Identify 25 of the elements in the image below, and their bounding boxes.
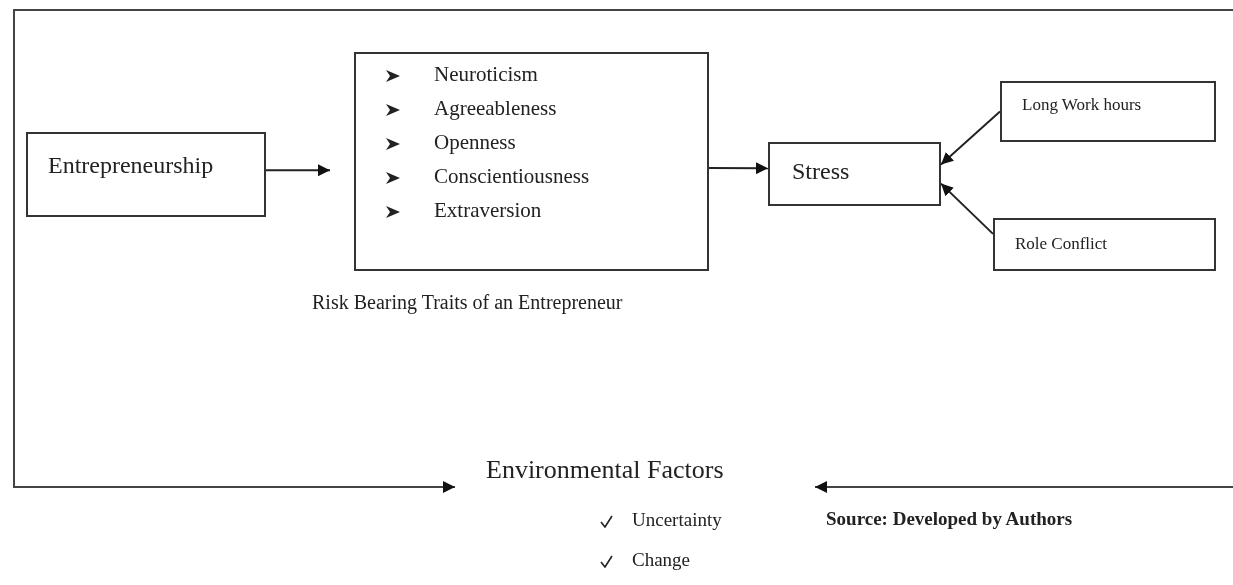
box-text: Long Work hours xyxy=(1022,95,1142,115)
arrow xyxy=(940,110,1001,166)
arrow xyxy=(940,182,994,235)
list-item: Conscientiousness xyxy=(434,164,590,189)
box-text: Entrepreneurship xyxy=(48,152,214,179)
list-item: Openness xyxy=(434,130,516,155)
list-item: Neuroticism xyxy=(434,62,538,87)
list-item: Agreeableness xyxy=(434,96,557,121)
arrow xyxy=(814,481,1233,493)
process-box xyxy=(26,132,266,217)
process-box xyxy=(768,142,941,206)
box-text: Role Conflict xyxy=(1015,234,1108,254)
arrow xyxy=(708,162,769,175)
box-text: Stress xyxy=(792,158,850,185)
list-item: Extraversion xyxy=(434,198,542,223)
list-item: Change xyxy=(632,549,691,571)
list-item: Uncertainty xyxy=(632,509,722,531)
traits-box xyxy=(354,52,709,271)
process-box xyxy=(993,218,1216,271)
arrow xyxy=(265,164,331,177)
caption-text: Risk Bearing Traits of an Entrepreneur xyxy=(312,291,623,314)
process-box xyxy=(1000,81,1216,142)
source-note: Source: Developed by Authors xyxy=(826,508,1073,530)
heading-text: Environmental Factors xyxy=(486,455,724,485)
arrow xyxy=(13,9,1233,493)
